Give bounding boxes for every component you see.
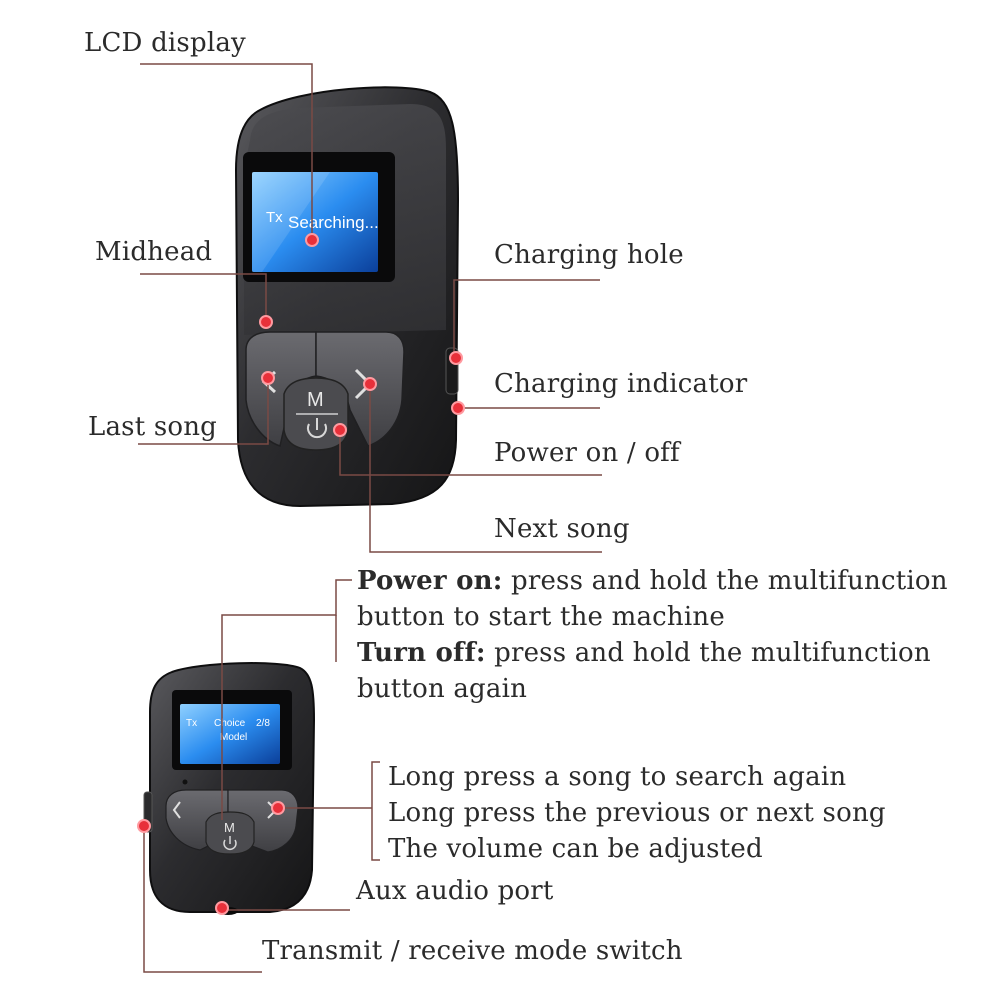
turn-off-title: Turn off: [357,638,486,668]
leader-lines [138,63,602,973]
label-power-on-off: Power on / off [494,438,680,468]
device-top: Tx Searching... M [234,86,460,508]
marker-charging-indicator [451,401,465,415]
power-icon [307,418,327,439]
power-on-title: Power on: [357,566,503,596]
screen-status-text: Searching... [288,213,379,232]
marker-lcd [305,233,319,247]
marker-charging-hole [449,351,463,365]
label-last-song: Last song [88,412,218,442]
screen-count-text: 2/8 [256,718,270,729]
indicator-hole [182,779,188,785]
label-lcd-display: LCD display [84,28,246,58]
device-bottom: Tx Choice 2/8 Model M [143,662,316,915]
power-on-line1: press and hold the multifunction [502,566,948,596]
power-icon [223,836,237,850]
lcd-screen-bottom [180,704,280,764]
turn-off-line1: press and hold the multifunction [485,638,931,668]
marker-last-song [261,371,275,385]
turn-off-note: Turn off: press and hold the multifuncti… [357,638,931,668]
marker-next-song-bottom [271,801,285,815]
marker-aux [215,901,229,915]
screen-model-text: Model [220,732,247,743]
chevron-left-icon [172,801,181,819]
power-on-note: Power on: press and hold the multifuncti… [357,566,948,596]
label-mode-switch: Transmit / receive mode switch [262,936,683,966]
markers [137,233,465,915]
long-press-line-3: The volume can be adjusted [388,834,763,864]
label-charging-hole: Charging hole [494,240,684,270]
key-m-label: M [307,389,324,411]
long-press-line-1: Long press a song to search again [388,762,847,792]
turn-off-line2: button again [357,674,528,704]
marker-next-song [363,377,377,391]
screen-choice-text: Choice [214,718,246,729]
marker-mode-switch [137,819,151,833]
label-aux-audio-port: Aux audio port [356,876,554,906]
screen-tx-text-bottom: Tx [186,718,197,729]
power-on-line2: button to start the machine [357,602,725,632]
marker-power [333,423,347,437]
key-m-label-bottom: M [224,820,235,835]
screen-tx-text: Tx [266,209,283,226]
marker-midhead [259,315,273,329]
label-next-song: Next song [494,514,630,544]
long-press-line-2: Long press the previous or next song [388,798,886,828]
label-charging-indicator: Charging indicator [494,369,748,399]
lcd-screen [252,172,378,272]
label-midhead: Midhead [95,237,213,267]
